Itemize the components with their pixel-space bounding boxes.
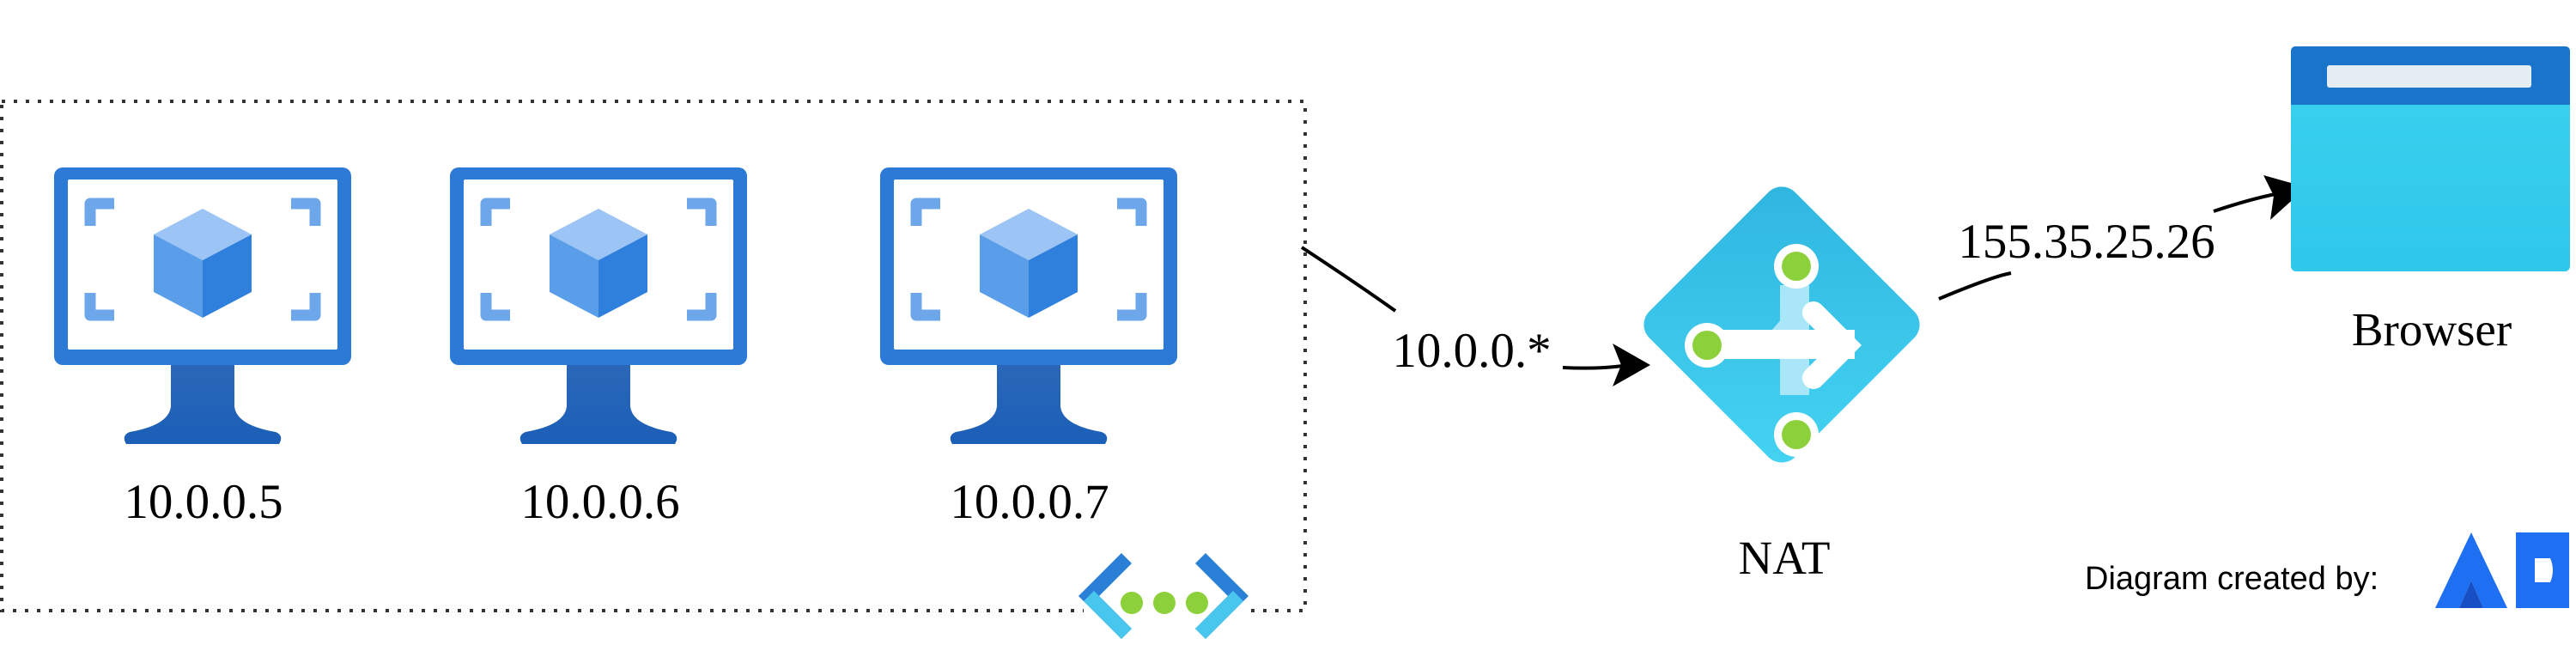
edge-vnet-to-nat: 10.0.0.* xyxy=(1300,246,1650,386)
nat-node[interactable]: NAT xyxy=(1636,179,1927,584)
edge-line-private xyxy=(1300,246,1397,313)
virtual-machine-icon xyxy=(54,167,351,444)
vm-ip-label: 10.0.0.5 xyxy=(124,475,283,529)
vm-ip-label: 10.0.0.7 xyxy=(950,475,1109,529)
browser-node[interactable]: Browser xyxy=(2291,46,2570,356)
vm-node-1[interactable]: 10.0.0.5 xyxy=(54,167,351,529)
vm-node-3[interactable]: 10.0.0.7 xyxy=(880,167,1177,529)
virtual-network-icon xyxy=(1078,550,1249,657)
edge-line-public xyxy=(1938,271,2012,301)
browser-label: Browser xyxy=(2352,303,2512,356)
edge-label-private: 10.0.0.* xyxy=(1392,324,1551,378)
edge-line-private-tail xyxy=(1562,364,1624,370)
arrowhead-icon xyxy=(1613,344,1650,386)
brainboard-logo xyxy=(2435,532,2569,608)
virtual-machine-icon xyxy=(450,167,747,444)
virtual-network-boundary xyxy=(0,100,1307,612)
nat-gateway-icon xyxy=(1643,186,1920,463)
edge-label-public: 155.35.25.26 xyxy=(1958,215,2215,269)
diagram-credit: Diagram created by: xyxy=(2085,532,2569,608)
browser-window-icon xyxy=(2291,46,2570,271)
edge-nat-to-browser: 155.35.25.26 xyxy=(1938,175,2306,301)
edge-line-public-tail xyxy=(2213,192,2276,213)
vm-node-2[interactable]: 10.0.0.6 xyxy=(450,167,747,529)
credit-text: Diagram created by: xyxy=(2085,561,2379,597)
nat-label: NAT xyxy=(1739,532,1831,584)
virtual-machine-icon xyxy=(880,167,1177,444)
vm-ip-label: 10.0.0.6 xyxy=(520,475,679,529)
